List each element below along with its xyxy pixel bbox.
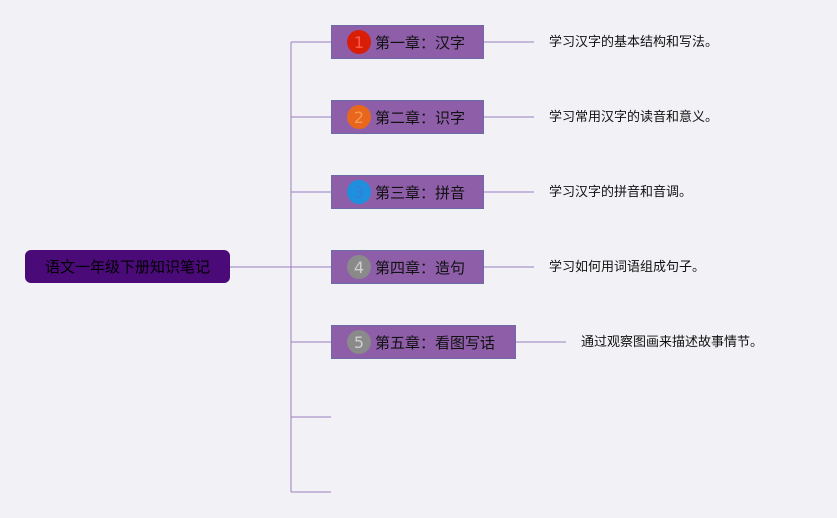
- chapter-description-4: 学习如何用词语组成句子。: [549, 260, 706, 275]
- chapter-title: 第二章：识字: [375, 108, 466, 127]
- number-badge-3: 3: [347, 180, 371, 204]
- number-badge-1: 1: [347, 30, 371, 54]
- chapter-node-1[interactable]: 1 第一章：汉字: [331, 25, 484, 59]
- chapter-title: 第三章：拼音: [375, 183, 466, 202]
- root-topic-label: 语文一年级下册知识笔记: [44, 258, 210, 276]
- number-badge-5: 5: [347, 330, 371, 354]
- badge-number: 3: [353, 182, 365, 202]
- chapter-description-1: 学习汉字的基本结构和写法。: [549, 35, 719, 50]
- chapter-title: 第一章：汉字: [375, 33, 466, 52]
- number-badge-2: 2: [347, 105, 371, 129]
- badge-number: 4: [353, 257, 365, 277]
- badge-number: 5: [353, 332, 365, 352]
- chapter-description-2: 学习常用汉字的读音和意义。: [549, 110, 719, 125]
- chapter-node-2[interactable]: 2 第二章：识字: [331, 100, 484, 134]
- chapter-description-3: 学习汉字的拼音和音调。: [549, 185, 693, 200]
- number-badge-4: 4: [347, 255, 371, 279]
- root-topic[interactable]: 语文一年级下册知识笔记: [25, 250, 230, 283]
- chapter-title: 第五章：看图写话: [375, 333, 496, 352]
- chapter-title: 第四章：造句: [375, 258, 466, 277]
- badge-number: 2: [353, 107, 365, 127]
- chapter-node-4[interactable]: 4 第四章：造句: [331, 250, 484, 284]
- chapter-node-3[interactable]: 3 第三章：拼音: [331, 175, 484, 209]
- chapter-description-5: 通过观察图画来描述故事情节。: [581, 335, 764, 350]
- chapter-node-5[interactable]: 5 第五章：看图写话: [331, 325, 516, 359]
- badge-number: 1: [353, 32, 365, 52]
